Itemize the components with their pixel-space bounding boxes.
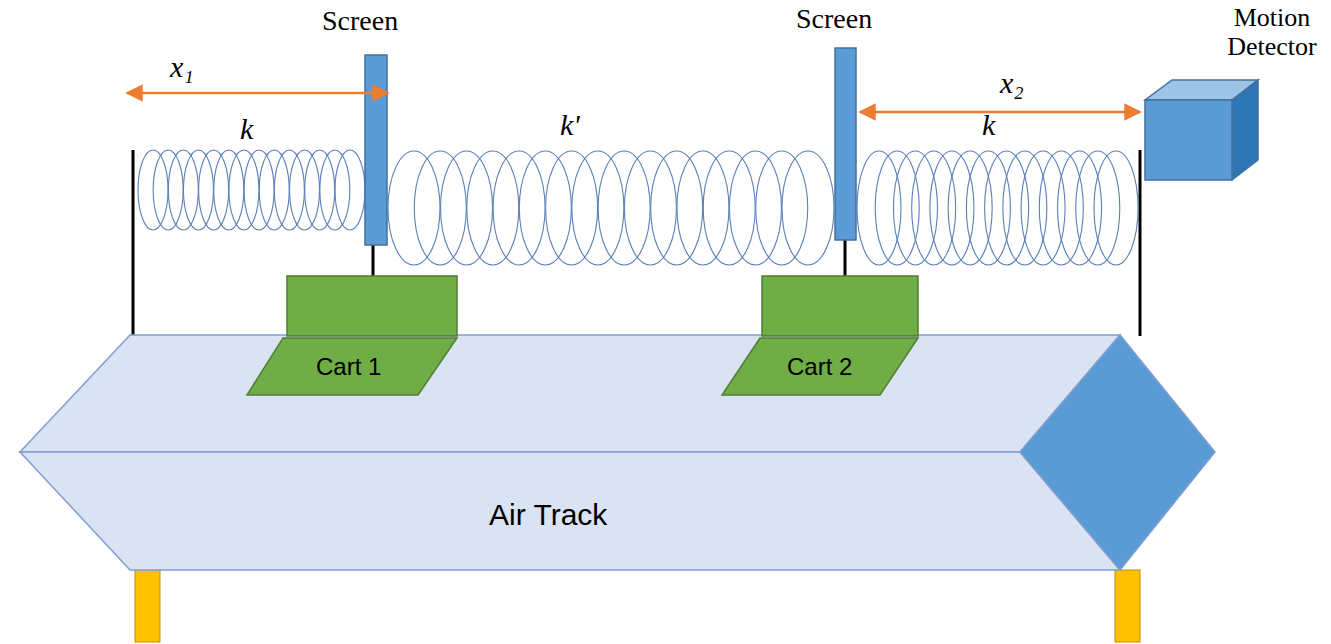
coil-winding	[1003, 151, 1047, 265]
coil-winding	[782, 151, 834, 265]
coil-winding	[930, 151, 974, 265]
screen	[835, 48, 856, 240]
screen-label: Screen	[796, 4, 872, 35]
coil-winding	[335, 150, 365, 230]
node-label: Air Track	[489, 498, 607, 532]
displacement-arrow	[860, 111, 1140, 114]
track-leg	[1115, 570, 1140, 642]
node-label: Cart 1	[316, 353, 381, 381]
screen-label: Screen	[322, 6, 398, 37]
spring-constant: k'	[560, 108, 580, 141]
air-track-face	[20, 335, 1120, 452]
air-track-face	[1020, 335, 1215, 570]
coil-winding	[985, 151, 1029, 265]
cart-face	[247, 338, 457, 395]
cart: Cart 1	[245, 275, 460, 397]
displacement-label: x₁	[170, 50, 194, 83]
coil-winding	[948, 151, 992, 265]
air-track-shape	[18, 333, 1218, 573]
coil-winding	[1094, 151, 1138, 265]
coil-winding	[857, 151, 901, 265]
air-track-face	[20, 452, 1120, 570]
coil-winding	[966, 151, 1010, 265]
end-post	[1139, 150, 1142, 336]
coil-winding	[1021, 151, 1065, 265]
displacement-label: x₂	[1000, 66, 1024, 99]
cart: Cart 2	[720, 275, 920, 397]
track-leg	[135, 570, 160, 642]
screen-post	[844, 235, 847, 277]
springs	[138, 150, 1138, 265]
air-track: Air Track	[18, 333, 1218, 573]
coil-winding	[1076, 151, 1120, 265]
detector-side	[1232, 80, 1258, 180]
coil-winding	[1039, 151, 1083, 265]
coil-winding	[893, 151, 937, 265]
coil-winding	[912, 151, 956, 265]
cart-face	[762, 276, 918, 336]
cart-face	[722, 338, 918, 395]
coil-winding	[1058, 151, 1102, 265]
spring-constant: k	[240, 112, 253, 145]
displacement-arrow	[127, 92, 388, 95]
screen	[365, 55, 387, 245]
spring-constant: k	[982, 108, 995, 141]
detector-label: Motion Detector	[1222, 4, 1322, 61]
motion-detector	[1145, 100, 1232, 180]
end-post	[132, 150, 135, 336]
cart-face	[287, 276, 457, 336]
coil-winding	[875, 151, 919, 265]
node-label: Cart 2	[787, 353, 852, 381]
